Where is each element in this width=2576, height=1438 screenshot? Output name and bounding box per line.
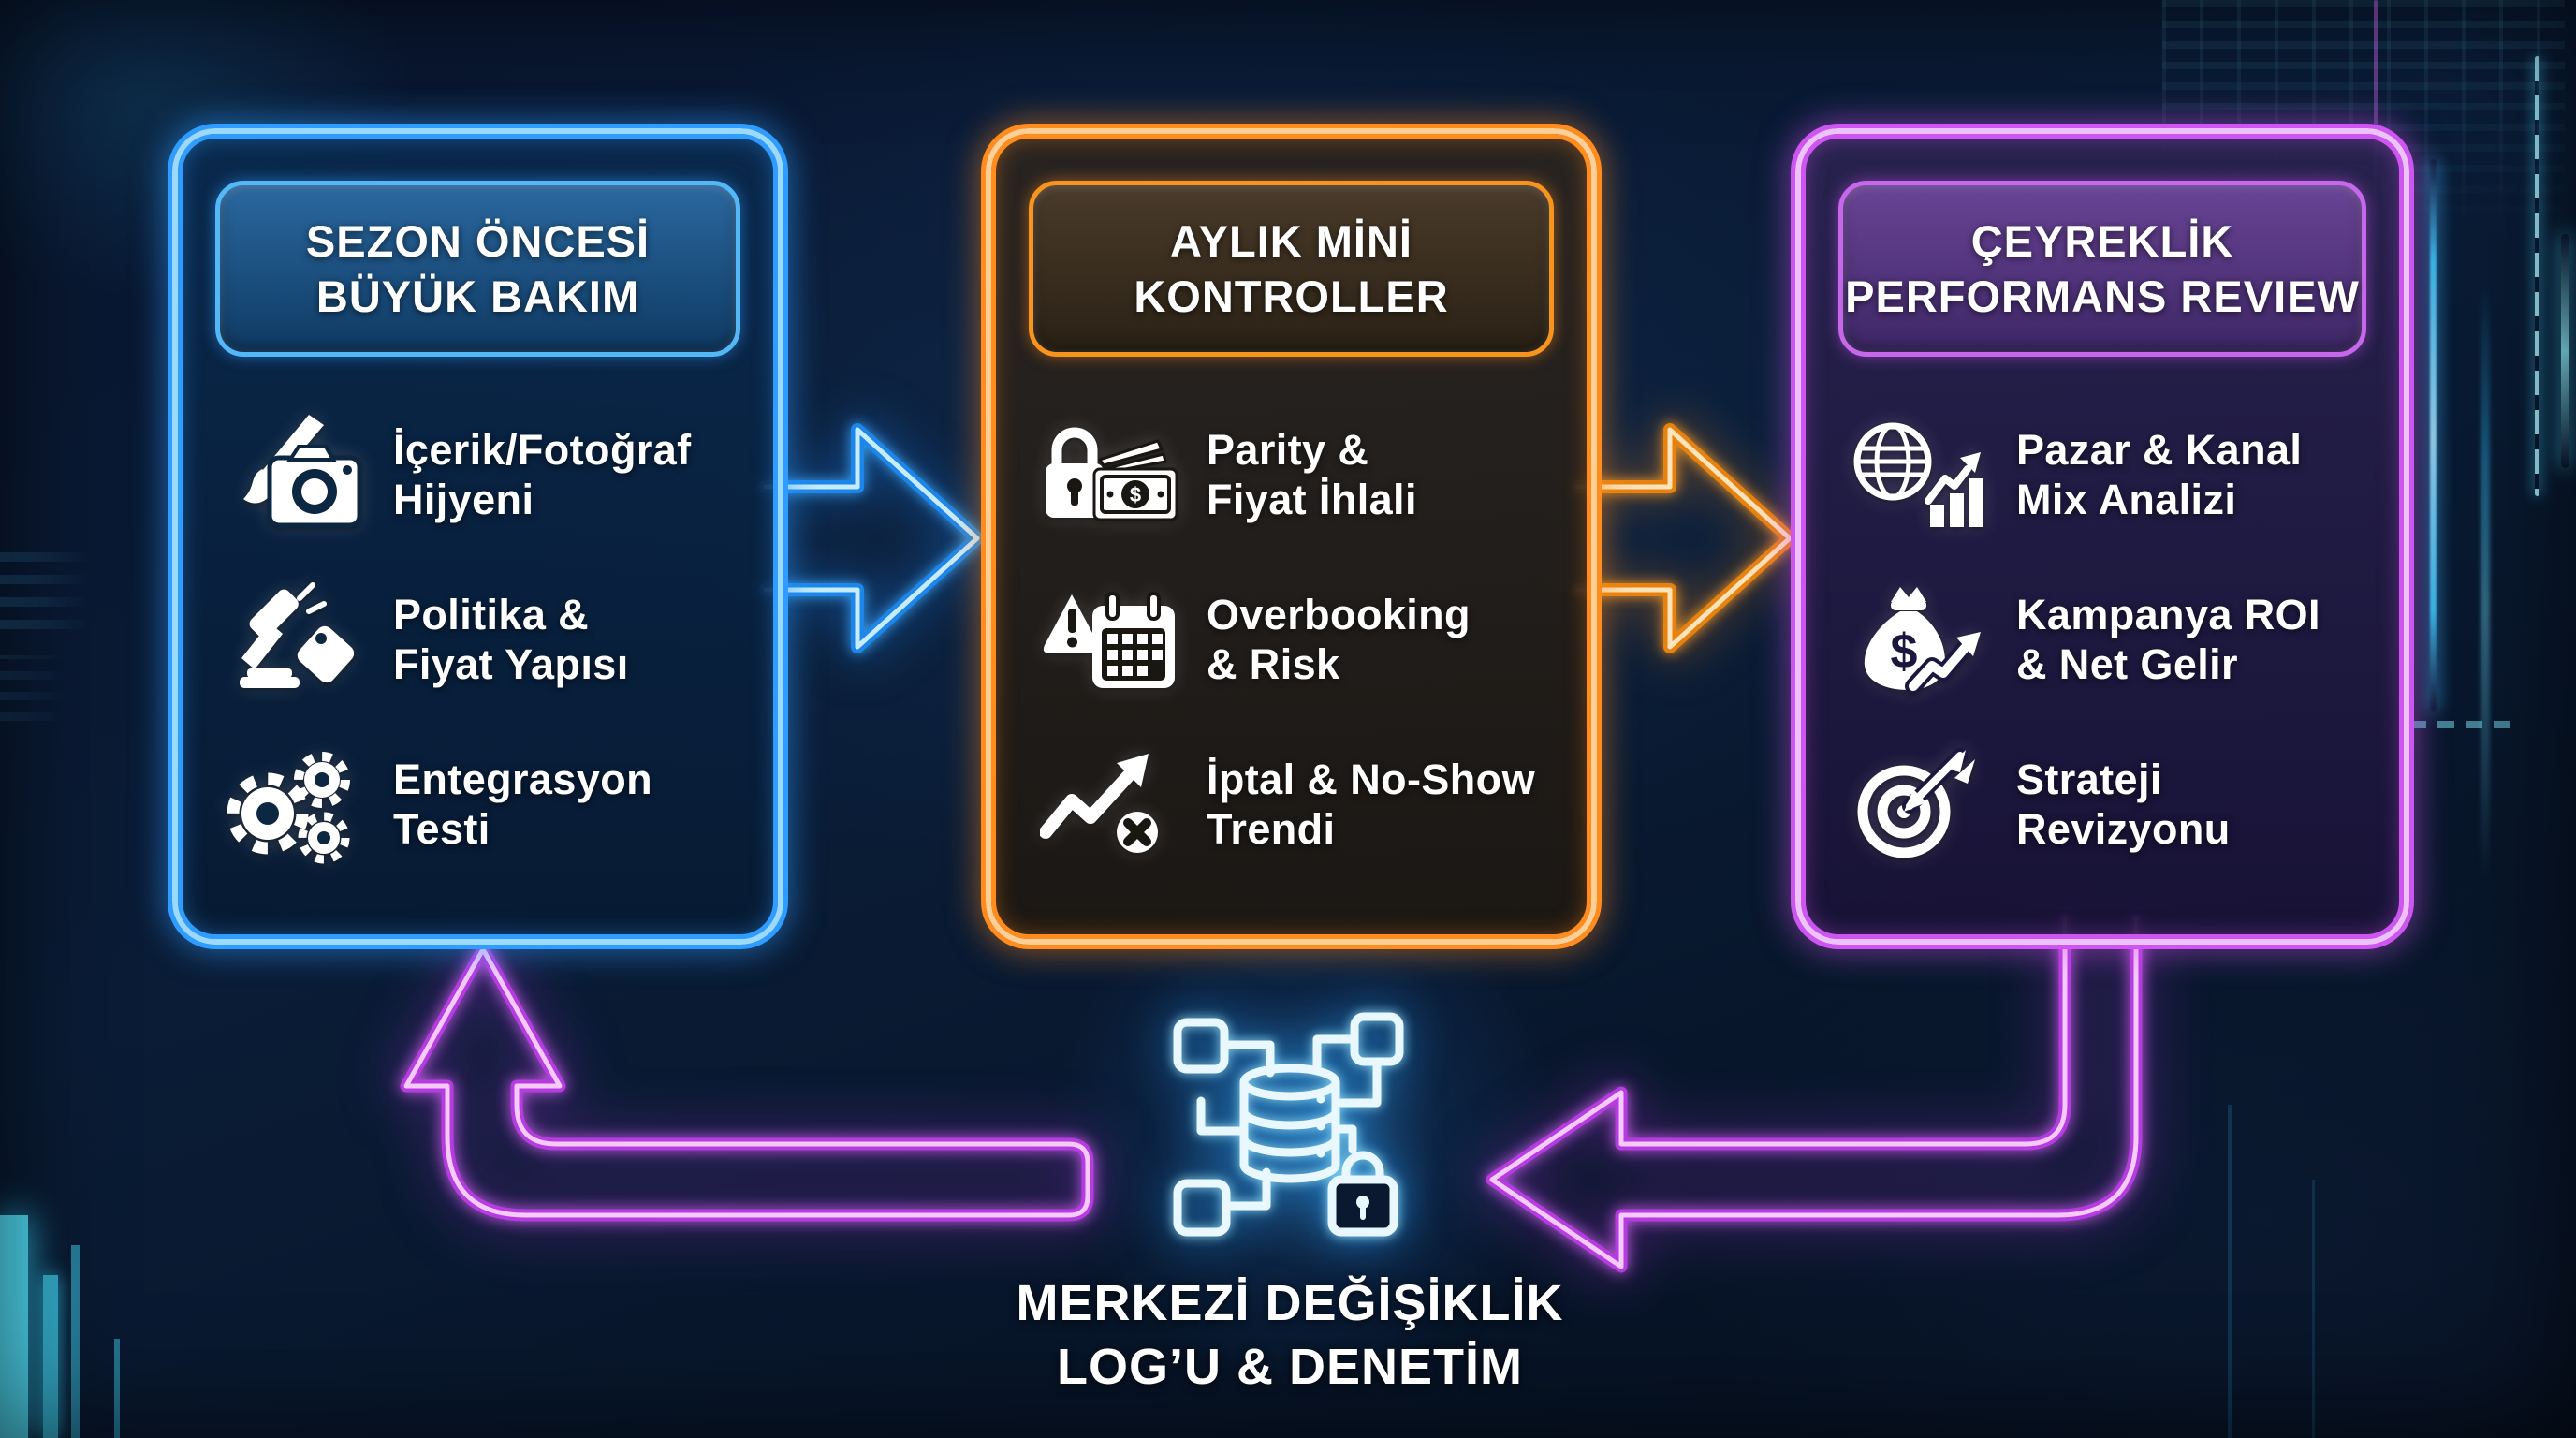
stage-title-line2: BÜYÜK BAKIM [315, 271, 640, 321]
item-label: Entegrasyon Testi [393, 756, 652, 854]
trend-cancel-icon [1036, 744, 1184, 866]
item-label-line2: & Risk [1207, 640, 1340, 688]
gears-icon [223, 744, 371, 866]
svg-text:$: $ [1130, 483, 1141, 506]
lock-banknote-icon: $ [1036, 415, 1184, 536]
moneybag-roi-icon: $ [1846, 580, 1994, 701]
stage-item-list: İçerik/Fotoğraf Hijyeni [223, 407, 757, 873]
item-label-line2: Mix Analizi [2016, 476, 2237, 523]
item-label: Pazar & Kanal Mix Analizi [2016, 426, 2302, 524]
item-label: İptal & No-Show Trendi [1207, 756, 1535, 854]
list-item: Pazar & Kanal Mix Analizi [1846, 407, 2383, 544]
item-label-line1: Kampanya ROI [2016, 591, 2320, 639]
item-label-line2: Hijyeni [393, 476, 534, 523]
item-label-line2: Revizyonu [2016, 805, 2231, 853]
item-label-line2: & Net Gelir [2016, 640, 2238, 688]
stage-title-line2: PERFORMANS REVIEW [1845, 271, 2360, 321]
item-label-line1: Overbooking [1207, 591, 1471, 639]
item-label-line1: İptal & No-Show [1207, 756, 1535, 804]
item-label-line2: Fiyat Yapısı [393, 640, 629, 688]
item-label-line1: Strateji [2016, 756, 2162, 804]
item-label: Kampanya ROI & Net Gelir [2016, 591, 2320, 689]
item-label-line1: İçerik/Fotoğraf [393, 426, 692, 475]
arrow-hub-to-stage1 [400, 943, 1094, 1222]
item-label-line1: Entegrasyon [393, 756, 652, 804]
stage-title-chip: AYLIK MİNİ KONTROLLER [1029, 181, 1554, 357]
item-label-line2: Testi [393, 805, 490, 853]
svg-text:$: $ [1891, 624, 1918, 679]
hub-label-line1: MERKEZİ DEĞİŞİKLİK [1016, 1275, 1564, 1331]
paintbrush-camera-icon [223, 415, 371, 536]
stage-title-line1: AYLIK MİNİ [1170, 215, 1412, 266]
item-label-line2: Fiyat İhlali [1207, 476, 1417, 523]
stage-item-list: $ Parity & Fiyat İhlali [1036, 407, 1571, 873]
arrow-stage2-to-stage3 [1572, 423, 1796, 653]
gavel-pricetag-icon [223, 580, 371, 701]
item-label: Overbooking & Risk [1207, 591, 1471, 689]
secure-database-network-icon [1173, 1012, 1404, 1237]
item-label-line1: Pazar & Kanal [2016, 426, 2303, 475]
item-label: İçerik/Fotoğraf Hijyeni [393, 426, 692, 524]
list-item: Politika & Fiyat Yapısı [223, 572, 757, 709]
warning-calendar-icon [1036, 580, 1184, 701]
stage-card-sezon-oncesi: SEZON ÖNCESİ BÜYÜK BAKIM İç [172, 128, 783, 945]
item-label: Parity & Fiyat İhlali [1207, 426, 1417, 524]
stage-card-ceyreklik: ÇEYREKLİK PERFORMANS REVIEW [1795, 128, 2409, 945]
item-label: Politika & Fiyat Yapısı [393, 591, 629, 689]
stage-title-line1: ÇEYREKLİK [1970, 215, 2234, 266]
stage-card-aylik-mini: AYLIK MİNİ KONTROLLER $ [986, 128, 1597, 945]
stage-title-line1: SEZON ÖNCESİ [305, 215, 651, 266]
item-label: Strateji Revizyonu [2016, 756, 2231, 854]
stage-title-line2: KONTROLLER [1134, 271, 1449, 321]
stage-item-list: Pazar & Kanal Mix Analizi $ [1846, 407, 2383, 873]
item-label-line1: Parity & [1207, 426, 1369, 475]
stage-title-chip: ÇEYREKLİK PERFORMANS REVIEW [1838, 181, 2366, 357]
list-item: Entegrasyon Testi [223, 737, 757, 873]
list-item: $ Kampanya ROI & Net Gelir [1846, 572, 2383, 709]
arrow-stage1-to-stage2 [759, 423, 984, 653]
globe-barchart-icon [1846, 415, 1994, 536]
list-item: Strateji Revizyonu [1846, 737, 2383, 873]
list-item: İptal & No-Show Trendi [1036, 737, 1571, 873]
list-item: İçerik/Fotoğraf Hijyeni [223, 407, 757, 544]
arrow-stage3-to-hub [1486, 913, 2143, 1273]
hub-label: MERKEZİ DEĞİŞİKLİK LOG’U & DENETİM [953, 1271, 1627, 1399]
stage-title-chip: SEZON ÖNCESİ BÜYÜK BAKIM [215, 181, 740, 357]
hub-glow [1053, 878, 1559, 1384]
hub-label-line2: LOG’U & DENETİM [1057, 1339, 1523, 1396]
target-dart-icon [1846, 744, 1994, 866]
list-item: $ Parity & Fiyat İhlali [1036, 407, 1571, 544]
list-item: Overbooking & Risk [1036, 572, 1571, 709]
item-label-line1: Politika & [393, 591, 590, 639]
item-label-line2: Trendi [1207, 805, 1336, 853]
